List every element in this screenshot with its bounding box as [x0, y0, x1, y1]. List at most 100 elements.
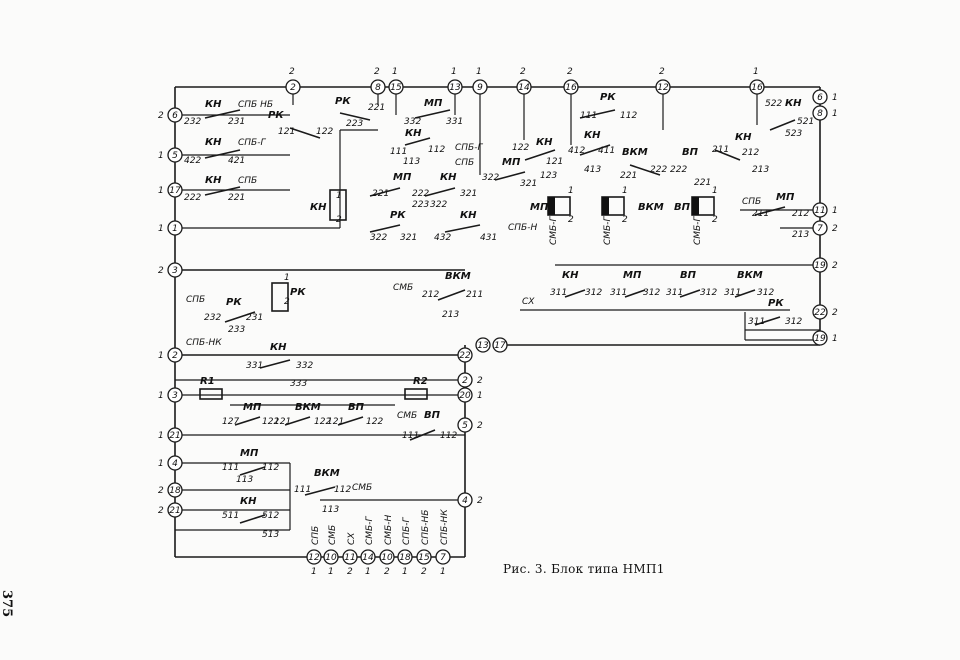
svg-text:231: 231 [246, 313, 263, 323]
terminal-10-bottom-b: 102 [379, 549, 395, 577]
svg-text:СМБ-Г: СМБ-Г [603, 216, 613, 245]
svg-text:513: 513 [262, 530, 279, 540]
svg-text:111: 111 [390, 147, 407, 157]
svg-text:1: 1 [712, 186, 718, 196]
svg-text:212: 212 [422, 290, 439, 300]
svg-text:МП: МП [243, 402, 262, 413]
svg-text:2: 2 [421, 567, 427, 577]
svg-text:123: 123 [540, 171, 557, 181]
svg-text:R2: R2 [413, 376, 428, 387]
svg-text:2: 2 [832, 261, 838, 271]
contacts [204, 109, 796, 524]
svg-text:412: 412 [568, 146, 585, 156]
svg-text:СПБ: СПБ [238, 176, 257, 186]
svg-text:1: 1 [311, 567, 317, 577]
svg-text:2: 2 [158, 111, 164, 121]
svg-text:РК: РК [226, 297, 242, 308]
svg-text:1: 1 [158, 224, 164, 234]
svg-text:КН: КН [785, 98, 802, 109]
svg-text:221: 221 [620, 171, 637, 181]
svg-text:2: 2 [568, 215, 574, 225]
svg-text:16: 16 [565, 83, 577, 93]
svg-text:312: 312 [700, 288, 717, 298]
wiring [174, 86, 821, 558]
svg-text:МП: МП [776, 192, 795, 203]
svg-text:222: 222 [650, 165, 667, 175]
svg-text:СМБ: СМБ [328, 525, 338, 545]
svg-text:1: 1 [172, 224, 178, 234]
svg-text:КН: КН [270, 342, 287, 353]
svg-text:231: 231 [228, 117, 245, 127]
svg-text:321: 321 [400, 233, 417, 243]
svg-text:3: 3 [172, 266, 178, 276]
svg-text:232: 232 [184, 117, 201, 127]
svg-text:РК: РК [768, 298, 784, 309]
svg-text:332: 332 [296, 361, 313, 371]
terminal-4-left: 41 [158, 455, 183, 471]
svg-text:ВП: ВП [674, 202, 691, 213]
svg-text:1: 1 [832, 109, 838, 119]
svg-text:311: 311 [748, 317, 765, 327]
terminal-16-top-b: 161 [749, 67, 765, 95]
terminal-22-mid: 22 [457, 347, 473, 363]
resistor-r2 [404, 388, 428, 400]
svg-text:СПБ-Г: СПБ-Г [402, 517, 412, 545]
svg-text:СХ: СХ [347, 532, 357, 545]
svg-text:8: 8 [817, 109, 823, 119]
svg-text:14: 14 [518, 83, 530, 93]
terminal-21-left-a: 211 [158, 427, 183, 443]
svg-text:521: 521 [797, 117, 814, 127]
relay-coils [199, 189, 715, 400]
svg-text:1: 1 [568, 186, 574, 196]
svg-text:522: 522 [765, 99, 782, 109]
svg-text:КН: КН [240, 496, 257, 507]
svg-text:7: 7 [817, 224, 823, 234]
terminals: 62 51 171 11 32 21 31 211 41 182 212 22 … [158, 67, 838, 577]
svg-text:221: 221 [372, 189, 389, 199]
svg-text:2: 2 [520, 67, 526, 77]
terminal-21-left-b: 212 [158, 502, 183, 518]
svg-text:121: 121 [278, 127, 295, 137]
svg-text:МП: МП [502, 157, 521, 168]
svg-text:311: 311 [666, 288, 683, 298]
svg-text:РК: РК [268, 110, 284, 121]
svg-text:1: 1 [158, 151, 164, 161]
svg-text:21: 21 [169, 431, 180, 441]
svg-text:15: 15 [418, 553, 430, 563]
svg-text:2: 2 [712, 215, 718, 225]
svg-text:СПБ-НК: СПБ-НК [440, 509, 450, 545]
svg-text:18: 18 [399, 553, 411, 563]
svg-text:КН: КН [205, 175, 222, 186]
svg-text:312: 312 [585, 288, 602, 298]
svg-text:КН: КН [735, 132, 752, 143]
svg-text:КН: КН [460, 210, 477, 221]
svg-text:113: 113 [322, 505, 339, 515]
svg-text:122: 122 [262, 417, 279, 427]
svg-text:121: 121 [327, 417, 344, 427]
svg-text:111: 111 [222, 463, 239, 473]
svg-text:1: 1 [440, 567, 446, 577]
svg-text:2: 2 [477, 496, 483, 506]
svg-text:СХ: СХ [522, 297, 535, 307]
svg-text:112: 112 [334, 485, 351, 495]
svg-text:5: 5 [462, 421, 468, 431]
svg-text:СМБ: СМБ [393, 283, 413, 293]
svg-text:511: 511 [222, 511, 239, 521]
svg-text:1: 1 [451, 67, 457, 77]
svg-text:14: 14 [362, 553, 374, 563]
terminal-12-bottom: 121 [306, 549, 322, 577]
terminal-3-left-a: 32 [158, 262, 183, 278]
svg-text:112: 112 [262, 463, 279, 473]
terminal-11-bottom: 112 [342, 549, 358, 577]
terminal-17-mid: 17 [492, 337, 508, 353]
svg-text:2: 2 [158, 266, 164, 276]
svg-text:432: 432 [434, 233, 451, 243]
svg-text:КН: КН [440, 172, 457, 183]
svg-text:2: 2 [336, 215, 342, 225]
svg-text:МП: МП [393, 172, 412, 183]
